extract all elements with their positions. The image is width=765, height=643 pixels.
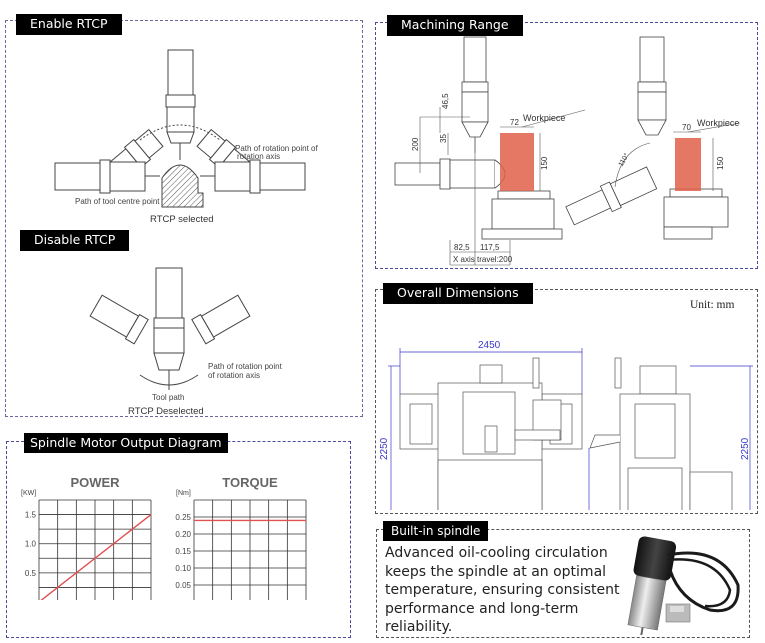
unit-label: Unit: mm xyxy=(690,299,735,311)
label-disabled-path-rotation: Path of rotation point xyxy=(208,362,283,371)
workpiece-left xyxy=(500,133,534,191)
y-axis-unit: [Nm] xyxy=(176,490,191,497)
label-path-tool-centre: Path of tool centre point xyxy=(75,197,160,206)
spindle-motor-top xyxy=(167,49,194,96)
workpiece-right xyxy=(675,138,701,191)
y-tick-label: 0.15 xyxy=(175,547,191,556)
dim-46-5: 46,5 xyxy=(441,93,450,109)
spindle-output-tag: Spindle Motor Output Diagram xyxy=(24,433,228,453)
y-axis-unit: [KW] xyxy=(21,490,36,497)
description-line: performance and long-term xyxy=(385,600,579,617)
y-tick-label: 0.05 xyxy=(175,581,191,590)
spindle-photo xyxy=(627,536,740,635)
y-tick-label: 0.25 xyxy=(175,513,191,522)
dim-70: 70 xyxy=(682,123,691,132)
y-tick-label: 0.10 xyxy=(175,564,191,573)
y-tick-label: 0.20 xyxy=(175,530,191,539)
y-tick-label: 1.0 xyxy=(25,540,37,549)
y-tick-label: 1.5 xyxy=(25,511,37,520)
builtin-spindle-tag: Built-in spindle xyxy=(383,521,489,541)
rtcp-enabled-diagram: Path of rotation point of rotation axis … xyxy=(54,49,319,225)
description-line: Advanced oil-cooling circulation xyxy=(385,545,608,561)
dim-82-5: 82,5 xyxy=(454,243,470,252)
label-tool-path: Tool path xyxy=(152,393,184,402)
torque-chart: TORQUE[Nm]00.050.100.150.200.25200004000… xyxy=(175,475,307,600)
overall-dimensions-panel xyxy=(375,289,758,514)
dim-150-left: 150 xyxy=(540,156,549,170)
y-tick-label: 0.5 xyxy=(25,569,37,578)
builtin-spindle-description: Advanced oil-cooling circulation keeps t… xyxy=(385,544,620,637)
series-line-power xyxy=(40,514,152,600)
caption-rtcp-selected: RTCP selected xyxy=(150,214,214,225)
rtcp-panel xyxy=(5,20,363,417)
dim-150-right: 150 xyxy=(716,156,725,170)
builtin-spindle-panel xyxy=(376,529,750,638)
caption-rtcp-deselected: RTCP Deselected xyxy=(128,406,204,417)
x-axis-travel: X axis travel:200 xyxy=(453,255,513,264)
machining-range-tag: Machining Range xyxy=(387,15,523,36)
rtcp-disabled-diagram: Path of rotation point of rotation axis … xyxy=(89,267,283,417)
label-path-rotation-2: rotation axis xyxy=(237,152,280,161)
label-path-rotation: Path of rotation point of xyxy=(235,144,319,153)
workpiece-label-left: Workpiece xyxy=(523,113,565,123)
disable-rtcp-tag: Disable RTCP xyxy=(20,230,130,251)
description-line: reliability. xyxy=(385,619,453,635)
dim-200: 200 xyxy=(411,137,420,151)
overall-dimensions-drawing: 2450 2250 2250 1980 xyxy=(379,340,753,510)
chart-title: POWER xyxy=(70,475,120,490)
front-height-dim: 2250 xyxy=(379,437,390,460)
front-width-dim: 2450 xyxy=(478,340,501,351)
enable-rtcp-tag: Enable RTCP xyxy=(16,14,122,35)
dim-35: 35 xyxy=(439,134,448,143)
power-chart: POWER[KW]00.51.01.5200004000060000SPINDL… xyxy=(21,475,152,600)
description-line: keeps the spindle at an optimal xyxy=(385,563,607,580)
description-line: temperature, ensuring consistent xyxy=(385,582,620,598)
label-disabled-path-rotation-2: of rotation axis xyxy=(208,371,260,380)
overall-dimensions-tag: Overall Dimensions xyxy=(383,283,533,304)
machining-range-panel xyxy=(375,22,758,269)
dim-117-5: 117,5 xyxy=(480,243,500,252)
machining-range-diagram: 46,5 35 200 72 150 Workpiece 82,5 117,5 … xyxy=(394,36,741,266)
dim-72: 72 xyxy=(510,118,519,127)
chart-title: TORQUE xyxy=(222,475,278,490)
angle-110: 110° xyxy=(617,152,631,168)
workpiece-label-right: Workpiece xyxy=(697,118,739,128)
side-height-dim: 2250 xyxy=(740,437,751,460)
